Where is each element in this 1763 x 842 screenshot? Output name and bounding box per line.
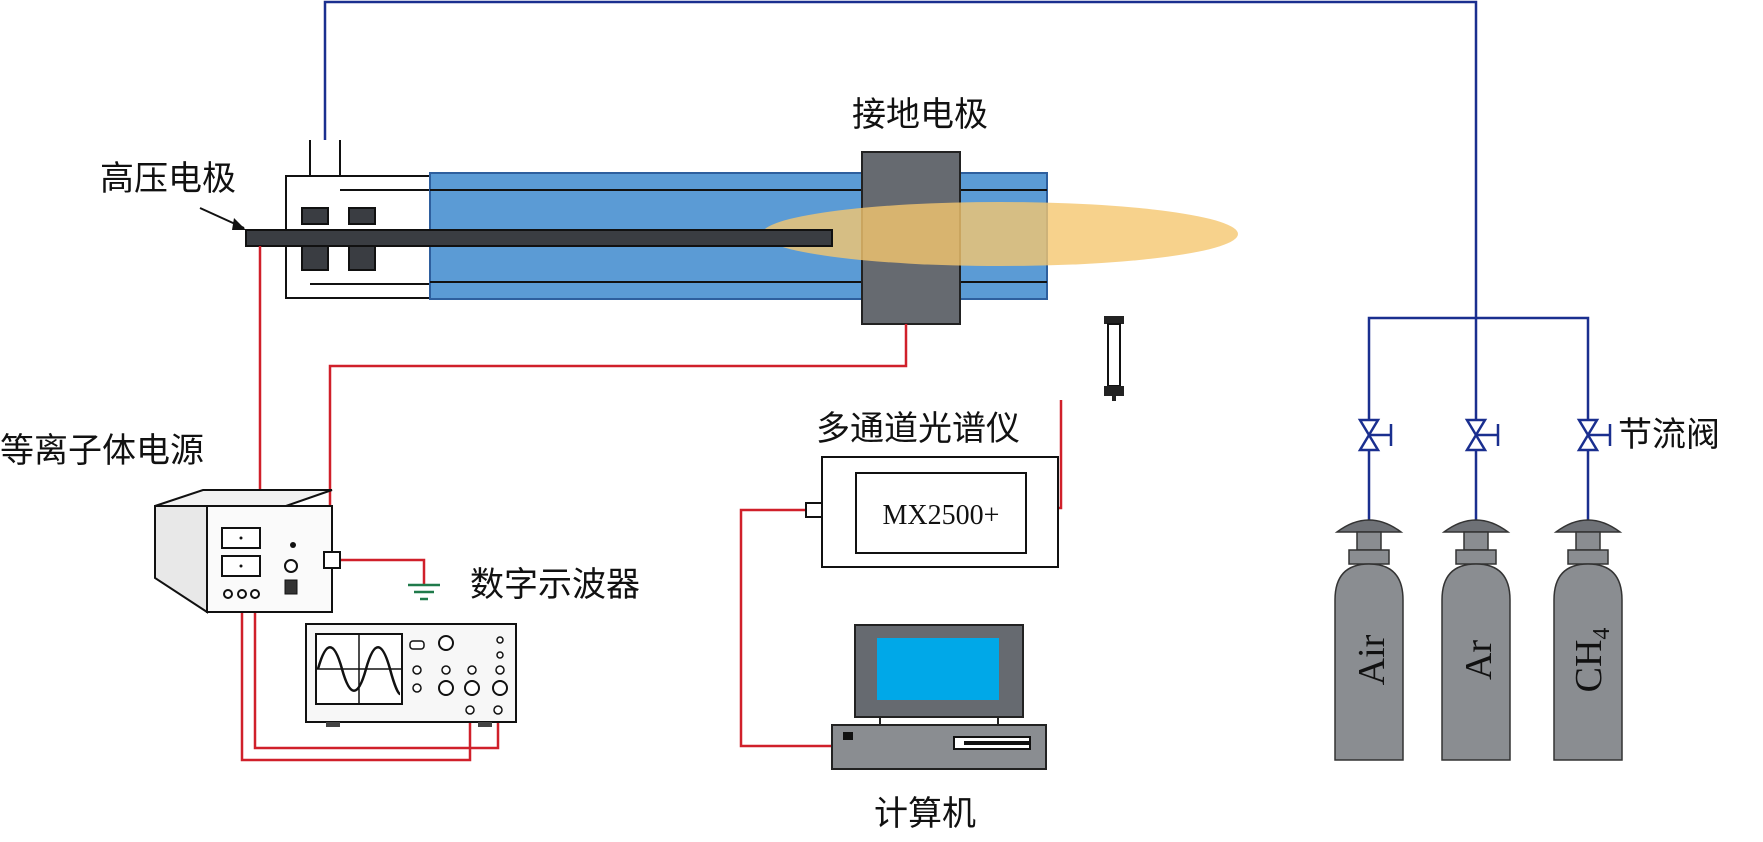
gas-cylinder-ar xyxy=(1441,519,1511,761)
computer-screen xyxy=(877,638,999,700)
oscilloscope-label: 数字示波器 xyxy=(470,565,640,605)
throttle-valve-ar xyxy=(1464,418,1500,452)
plasma-jet-reactor xyxy=(199,140,1238,325)
ground-symbol xyxy=(408,583,440,601)
signal-wires xyxy=(240,246,1063,762)
gas-cylinder-ch4 xyxy=(1553,519,1623,761)
high-voltage-electrode-rod xyxy=(245,229,833,247)
computer-label: 计算机 xyxy=(874,794,976,834)
ground-electrode-label: 接地电极 xyxy=(852,95,988,135)
gas-cylinder-air xyxy=(1334,519,1404,761)
electrode-holder-top-right xyxy=(348,207,376,225)
throttle-valve-air xyxy=(1357,418,1393,452)
waveform-trace xyxy=(316,646,401,696)
computer xyxy=(831,624,1047,770)
high-voltage-electrode-label: 高压电极 xyxy=(100,159,236,199)
cylinder-label-ch4-main: CH xyxy=(1568,640,1610,693)
plasma-power-supply-label: 等离子体电源 xyxy=(0,431,204,471)
throttle-valve-ch4 xyxy=(1576,418,1612,452)
spectrometer-label: 多通道光谱仪 xyxy=(816,409,1020,449)
multichannel-spectrometer xyxy=(805,456,1059,568)
electrode-holder-bottom-left xyxy=(301,245,329,271)
plasma-power-supply xyxy=(154,489,341,614)
cylinder-label-ar: Ar xyxy=(1458,640,1500,680)
electrode-holder-top-left xyxy=(301,207,329,225)
plasma-plume xyxy=(762,202,1238,266)
digital-oscilloscope xyxy=(305,623,517,727)
cylinder-label-air: Air xyxy=(1351,634,1393,685)
spectrometer-model-label: MX2500+ xyxy=(883,500,1000,531)
throttle-valve-label: 节流阀 xyxy=(1618,415,1720,455)
cylinder-label-ch4-subscript: 4 xyxy=(1589,628,1615,640)
gas-supply-line xyxy=(323,0,1590,520)
cylinder-label-ch4: CH4 xyxy=(1568,628,1615,693)
optical-fiber-probe xyxy=(1104,316,1124,401)
electrode-holder-bottom-right xyxy=(348,245,376,271)
